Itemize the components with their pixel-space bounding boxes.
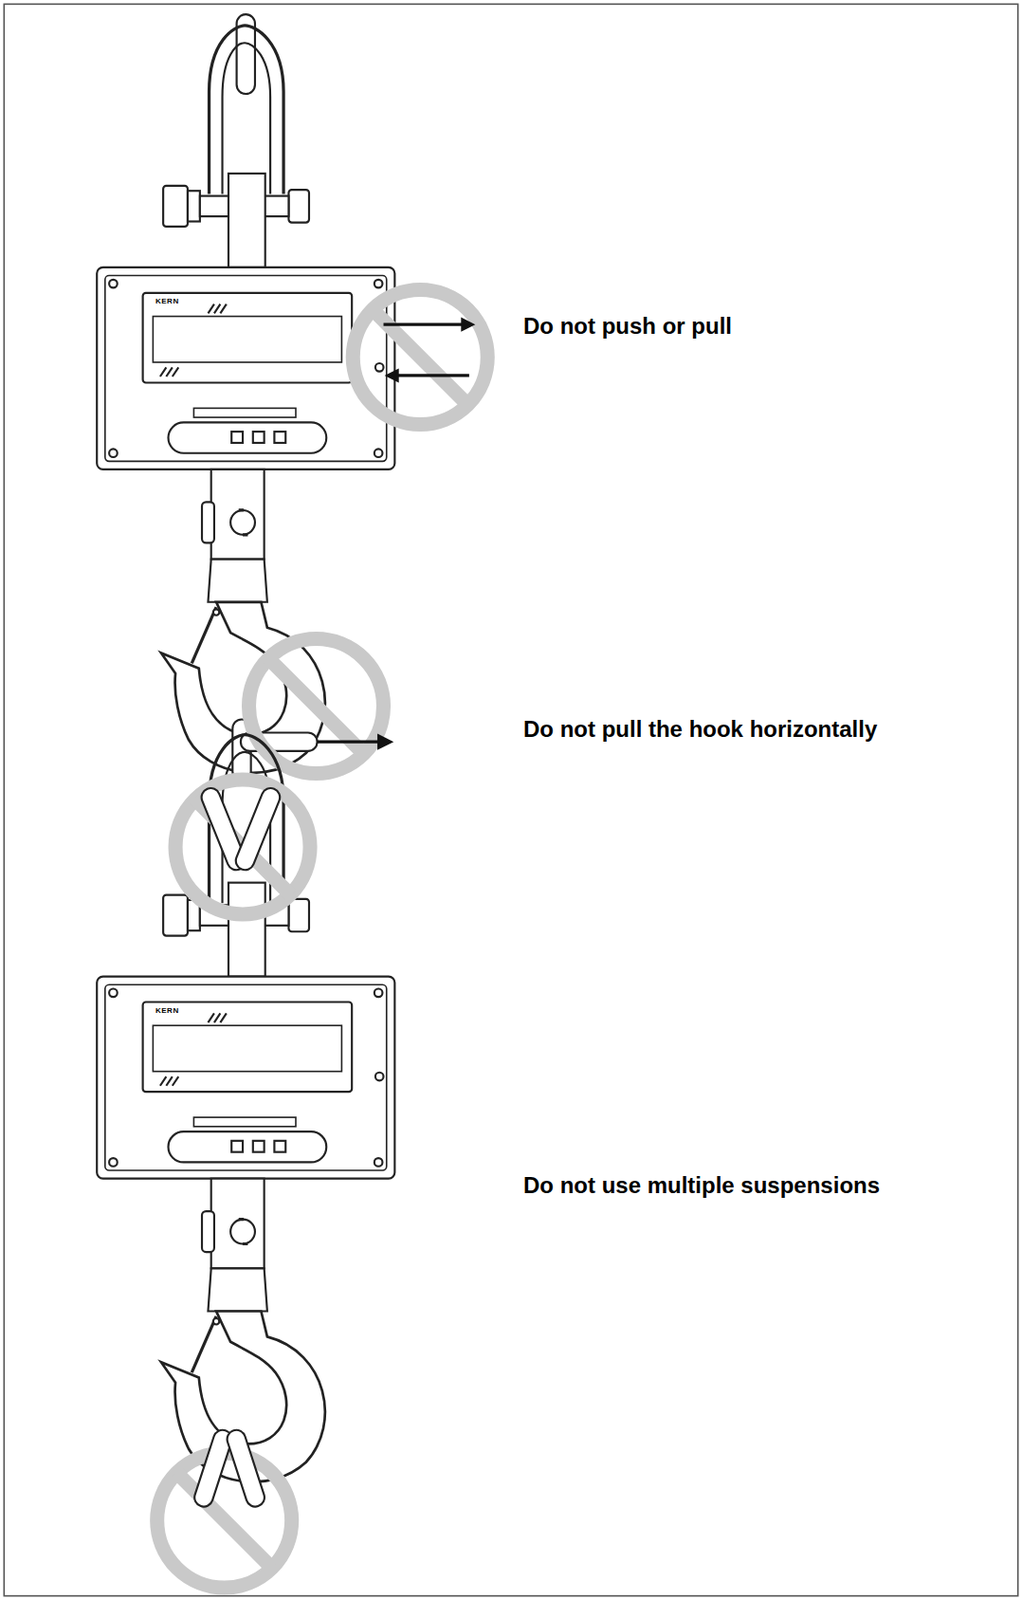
warning-caption: Do not use multiple suspensions xyxy=(523,1171,880,1199)
warning-caption: Do not pull the hook horizontally xyxy=(523,715,877,743)
warning-caption: Do not push or pull xyxy=(523,312,732,340)
brand-logo: KERN xyxy=(155,1005,180,1015)
brand-logo: KERN xyxy=(155,296,180,306)
